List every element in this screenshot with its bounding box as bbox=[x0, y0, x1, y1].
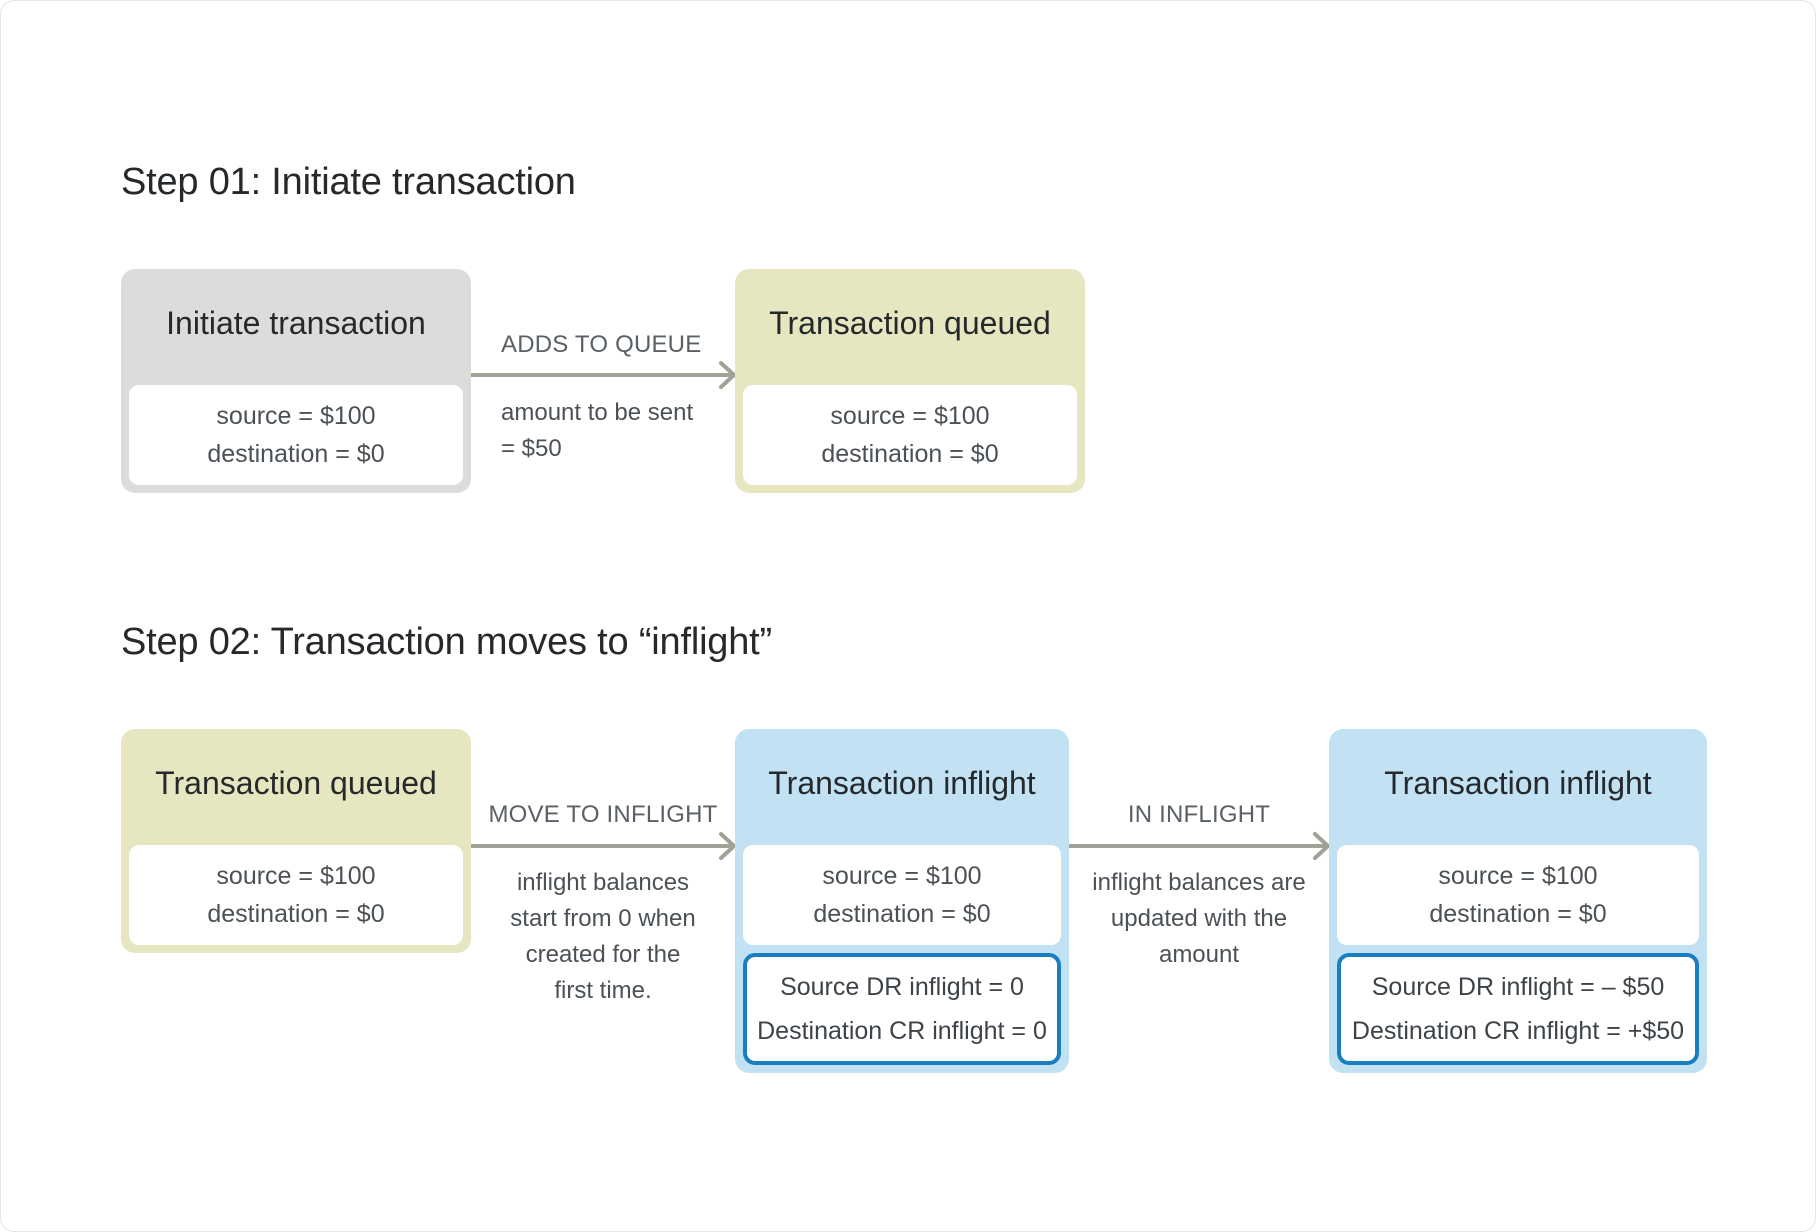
edge-desc-line: inflight balances bbox=[516, 869, 690, 896]
edge-desc-in-inflight: inflight balances are updated with the a… bbox=[1069, 865, 1329, 973]
node-balances: source = $100 destination = $0 bbox=[743, 385, 1077, 485]
node-title: Transaction inflight bbox=[1384, 764, 1652, 801]
edge-desc-line: amount bbox=[1158, 941, 1240, 968]
node-title: Initiate transaction bbox=[166, 304, 426, 341]
source-balance: source = $100 bbox=[216, 862, 376, 890]
arrow-adds-to-queue bbox=[469, 361, 736, 389]
arrow-move-to-inflight bbox=[469, 832, 736, 860]
source-balance: source = $100 bbox=[216, 402, 376, 430]
edge-desc-line: = $50 bbox=[501, 435, 562, 462]
node-title: Transaction queued bbox=[769, 304, 1051, 341]
destination-balance: destination = $0 bbox=[207, 900, 385, 928]
edge-desc-adds-to-queue: amount to be sent = $50 bbox=[501, 395, 693, 467]
source-balance: source = $100 bbox=[1438, 862, 1598, 890]
arrow-in-inflight bbox=[1066, 832, 1330, 860]
source-balance: source = $100 bbox=[830, 402, 990, 430]
destination-balance: destination = $0 bbox=[1429, 900, 1607, 928]
edge-label-move-to-inflight: MOVE TO INFLIGHT bbox=[488, 801, 718, 828]
node-balances: source = $100 destination = $0 bbox=[1337, 845, 1699, 945]
destination-cr-inflight: Destination CR inflight = 0 bbox=[757, 1017, 1047, 1045]
node-balances: source = $100 destination = $0 bbox=[743, 845, 1061, 945]
edge-desc-move-to-inflight: inflight balances start from 0 when crea… bbox=[471, 865, 735, 1009]
node-transaction-queued: Transaction queued source = $100 destina… bbox=[121, 729, 471, 953]
edge-label-adds-to-queue: ADDS TO QUEUE bbox=[501, 331, 702, 358]
node-balances: source = $100 destination = $0 bbox=[129, 385, 463, 485]
node-title: Transaction queued bbox=[155, 764, 437, 801]
node-title: Transaction inflight bbox=[768, 764, 1036, 801]
inflight-balances: Source DR inflight = 0 Destination CR in… bbox=[743, 953, 1061, 1065]
inflight-balances: Source DR inflight = – $50 Destination C… bbox=[1337, 953, 1699, 1065]
source-dr-inflight: Source DR inflight = – $50 bbox=[1371, 973, 1665, 1001]
node-transaction-inflight: Transaction inflight source = $100 desti… bbox=[1329, 729, 1707, 1073]
destination-balance: destination = $0 bbox=[207, 440, 385, 468]
destination-cr-inflight: Destination CR inflight = +$50 bbox=[1351, 1017, 1685, 1045]
edge-desc-line: updated with the bbox=[1110, 905, 1288, 932]
edge-desc-line: first time. bbox=[554, 977, 652, 1004]
source-balance: source = $100 bbox=[822, 862, 982, 890]
edge-desc-line: created for the bbox=[525, 941, 681, 968]
step-2-title: Step 02: Transaction moves to “inflight” bbox=[121, 621, 772, 663]
node-transaction-queued: Transaction queued source = $100 destina… bbox=[735, 269, 1085, 493]
source-dr-inflight: Source DR inflight = 0 bbox=[780, 973, 1024, 1001]
edge-desc-line: start from 0 when bbox=[510, 905, 696, 932]
edge-label-in-inflight: IN INFLIGHT bbox=[1127, 801, 1271, 828]
node-balances: source = $100 destination = $0 bbox=[129, 845, 463, 945]
edge-desc-line: amount to be sent bbox=[501, 399, 694, 426]
node-initiate-transaction: Initiate transaction source = $100 desti… bbox=[121, 269, 471, 493]
edge-desc-line: inflight balances are bbox=[1092, 869, 1306, 896]
destination-balance: destination = $0 bbox=[813, 900, 991, 928]
step-1-title: Step 01: Initiate transaction bbox=[121, 161, 576, 203]
node-transaction-inflight: Transaction inflight source = $100 desti… bbox=[735, 729, 1069, 1073]
destination-balance: destination = $0 bbox=[821, 440, 999, 468]
